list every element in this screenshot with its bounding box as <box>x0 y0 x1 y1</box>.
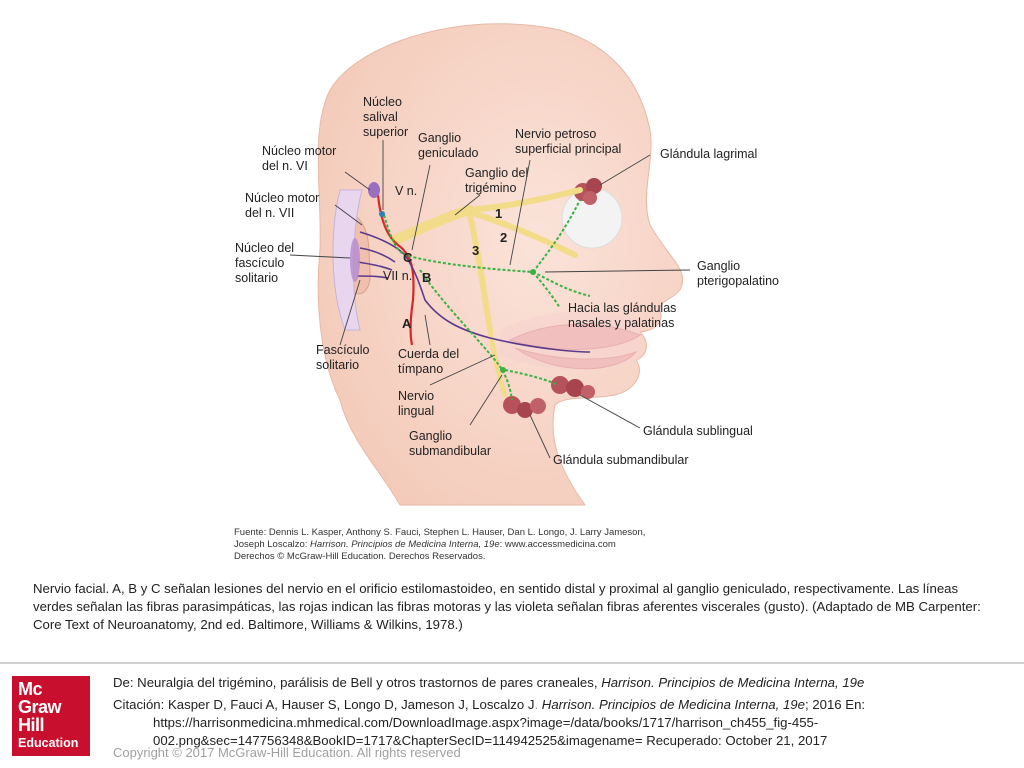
label-vii-n: VII n. <box>383 269 412 283</box>
reference-de-line: De: Neuralgia del trigémino, parálisis d… <box>113 674 1013 692</box>
lesion-letter-a: A <box>402 316 412 331</box>
label-nucleo-motor-vii: Núcleo motor del n. VII <box>245 191 323 220</box>
branch-number-3: 3 <box>472 243 479 258</box>
label-nucleo-motor-vi: Núcleo motor del n. VI <box>262 144 340 173</box>
citation-book: Harrison. Principios de Medicina Interna… <box>541 697 805 712</box>
label-glandula-lagrimal: Glándula lagrimal <box>660 147 757 161</box>
pterygopalatine-ganglion-dot <box>530 269 536 275</box>
leader-lines <box>289 140 691 459</box>
reference-citation-line: Citación: Kasper D, Fauci A, Hauser S, L… <box>113 696 1013 714</box>
logo-line-hill: Hill <box>18 715 45 735</box>
label-fasciculo-solitario: Fascículo solitario <box>316 343 373 372</box>
label-cuerda-timpano: Cuerda del tímpano <box>398 347 463 376</box>
label-nucleo-salival: Núcleo salival superior <box>363 95 408 139</box>
logo-line-graw: Graw <box>18 697 62 717</box>
branch-number-2: 2 <box>500 230 507 245</box>
branch-number-1: 1 <box>495 206 502 221</box>
label-ganglio-geniculado: Ganglio geniculado <box>418 131 479 160</box>
citation-separator: . <box>534 697 542 712</box>
reference-chapter: De: Neuralgia del trigémino, parálisis d… <box>113 675 602 690</box>
label-nervio-lingual: Nervio lingual <box>398 389 438 418</box>
parasympathetic-fibers <box>383 199 591 401</box>
logo-line-education: Education <box>18 736 79 750</box>
submandibular-ganglion-dot <box>500 367 506 373</box>
label-glandula-submandibular: Glándula submandibular <box>553 453 689 467</box>
brainstem-shape <box>332 189 363 331</box>
label-glandula-sublingual: Glándula sublingual <box>643 424 753 438</box>
solitary-nucleus <box>350 238 360 282</box>
label-nervio-petroso: Nervio petroso superficial principal <box>515 127 621 156</box>
abducens-nucleus <box>368 182 380 198</box>
mcgraw-hill-logo: Mc Graw Hill Education <box>12 676 90 756</box>
source-line-2: Joseph Loscalzo: Harrison. Principios de… <box>234 539 754 551</box>
copyright-notice: Copyright © 2017 McGraw-Hill Education. … <box>113 745 461 760</box>
reference-block: De: Neuralgia del trigémino, parálisis d… <box>113 674 1013 750</box>
logo-line-mc: Mc <box>18 679 43 699</box>
lesion-letter-c: C <box>403 250 413 265</box>
head-silhouette <box>317 23 684 506</box>
figure-caption: Nervio facial. A, B y C señalan lesiones… <box>33 581 981 632</box>
submandibular-gland <box>503 396 546 418</box>
reference-url-line-2[interactable]: 002.png&sec=147756348&BookID=1717&Chapte… <box>153 733 828 748</box>
citation-authors: Citación: Kasper D, Fauci A, Hauser S, L… <box>113 697 535 712</box>
facial-nerve-diagram: C B A 1 2 3 Núcleo salival superior Núcl… <box>235 23 779 506</box>
source-website: : www.accessmedicina.com <box>499 539 616 550</box>
label-ganglio-trigemino: Ganglio del trigémino <box>465 166 532 195</box>
section-divider <box>0 662 1024 664</box>
source-line-3: Derechos © McGraw-Hill Education. Derech… <box>234 551 486 562</box>
source-book-title: Harrison. Principios de Medicina Interna… <box>310 539 500 550</box>
sublingual-gland <box>551 376 595 399</box>
label-ganglio-pterigopalatino: Ganglio pterigopalatino <box>697 259 779 288</box>
label-hacia-glandulas: Hacia las glándulas nasales y palatinas <box>568 301 680 330</box>
label-ganglio-submandibular: Ganglio submandibular <box>409 429 491 458</box>
citation-year: ; 2016 En: <box>804 697 866 712</box>
label-v-n: V n. <box>395 184 417 198</box>
label-nucleo-fasciculo: Núcleo del fascículo solitario <box>235 241 298 285</box>
salivatory-nucleus-dot <box>379 211 385 217</box>
reference-book: Harrison. Principios de Medicina Interna… <box>601 675 865 690</box>
source-authors: Joseph Loscalzo: <box>234 539 311 550</box>
lesion-letter-b: B <box>422 270 431 285</box>
mouth-cavity <box>500 311 640 370</box>
figure-source-note: Fuente: Dennis L. Kasper, Anthony S. Fau… <box>234 527 754 563</box>
reference-url-line-1[interactable]: https://harrisonmedicina.mhmedical.com/D… <box>153 715 819 730</box>
source-line-1: Fuente: Dennis L. Kasper, Anthony S. Fau… <box>234 527 646 538</box>
